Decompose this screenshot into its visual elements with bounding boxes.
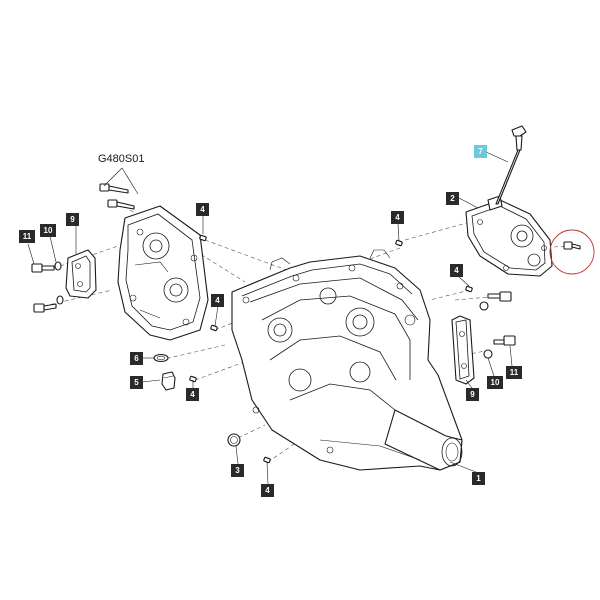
svg-text:2: 2 xyxy=(450,194,455,203)
callout-3[interactable]: 3 xyxy=(231,464,244,477)
svg-text:6: 6 xyxy=(134,354,139,363)
dowel-pin-left-low[interactable] xyxy=(189,375,197,383)
dipstick[interactable] xyxy=(495,125,527,205)
right-washer-lower[interactable] xyxy=(483,349,493,359)
dowel-pin-left-top[interactable] xyxy=(199,234,207,242)
svg-text:10: 10 xyxy=(44,226,53,235)
callout-10-left[interactable]: 10 xyxy=(40,224,56,237)
left-washer-upper[interactable] xyxy=(54,261,62,271)
callout-5[interactable]: 5 xyxy=(130,376,143,389)
callout-4-bottom[interactable]: 4 xyxy=(261,484,274,497)
callout-10-right[interactable]: 10 xyxy=(487,376,503,389)
seal-ring[interactable] xyxy=(153,353,169,363)
left-bolt-upper[interactable] xyxy=(31,263,55,273)
main-housing[interactable] xyxy=(231,249,463,471)
svg-text:G480S01: G480S01 xyxy=(98,153,144,165)
callout-9-left[interactable]: 9 xyxy=(66,213,79,226)
callout-4-left-mid[interactable]: 4 xyxy=(211,294,224,307)
callout-1[interactable]: 1 xyxy=(472,472,485,485)
callout-11-right[interactable]: 11 xyxy=(506,366,522,379)
callout-leaders xyxy=(27,151,513,485)
right-washer-upper[interactable] xyxy=(479,301,489,311)
svg-text:4: 4 xyxy=(215,296,220,305)
callout-4-left-top[interactable]: 4 xyxy=(196,203,209,216)
right-bracket[interactable] xyxy=(451,315,475,385)
svg-text:7: 7 xyxy=(478,147,483,156)
left-washer-lower[interactable] xyxy=(56,295,64,305)
callout-4-top-center[interactable]: 4 xyxy=(391,211,404,224)
dowel-pin-left-mid[interactable] xyxy=(210,324,218,332)
callout-11-left[interactable]: 11 xyxy=(19,230,35,243)
svg-text:11: 11 xyxy=(23,232,32,241)
callout-4-left-low[interactable]: 4 xyxy=(186,388,199,401)
right-bolt-upper[interactable] xyxy=(487,291,512,302)
svg-text:9: 9 xyxy=(70,215,75,224)
left-bracket[interactable] xyxy=(65,249,97,299)
svg-text:3: 3 xyxy=(235,466,240,475)
svg-text:4: 4 xyxy=(265,486,270,495)
reference-code-label: G480S01 xyxy=(98,153,144,195)
svg-text:4: 4 xyxy=(190,390,195,399)
drain-plug[interactable] xyxy=(161,371,176,391)
svg-text:1: 1 xyxy=(476,474,481,483)
o-ring[interactable] xyxy=(227,433,241,447)
left-cover[interactable] xyxy=(117,205,209,341)
dowel-pin-top-center[interactable] xyxy=(395,239,403,247)
svg-text:5: 5 xyxy=(134,378,139,387)
dowel-pin-bottom[interactable] xyxy=(263,456,271,464)
left-bolt-lower[interactable] xyxy=(33,303,57,313)
svg-text:4: 4 xyxy=(454,266,459,275)
right-bolt-lower[interactable] xyxy=(493,335,516,346)
right-cover[interactable] xyxy=(465,195,553,277)
svg-text:4: 4 xyxy=(200,205,205,214)
svg-text:4: 4 xyxy=(395,213,400,222)
callout-7[interactable]: 7 xyxy=(474,145,487,158)
svg-text:11: 11 xyxy=(510,368,519,377)
svg-text:10: 10 xyxy=(491,378,500,387)
svg-text:9: 9 xyxy=(470,390,475,399)
cover-screw-circled[interactable] xyxy=(549,229,595,275)
callout-6[interactable]: 6 xyxy=(130,352,143,365)
callout-2[interactable]: 2 xyxy=(446,192,459,205)
callout-9-right[interactable]: 9 xyxy=(466,388,479,401)
callout-4-right[interactable]: 4 xyxy=(450,264,463,277)
cover-bolt-lower[interactable] xyxy=(107,199,135,210)
dowel-pin-right[interactable] xyxy=(465,285,473,293)
cover-bolt-upper[interactable] xyxy=(99,183,129,194)
